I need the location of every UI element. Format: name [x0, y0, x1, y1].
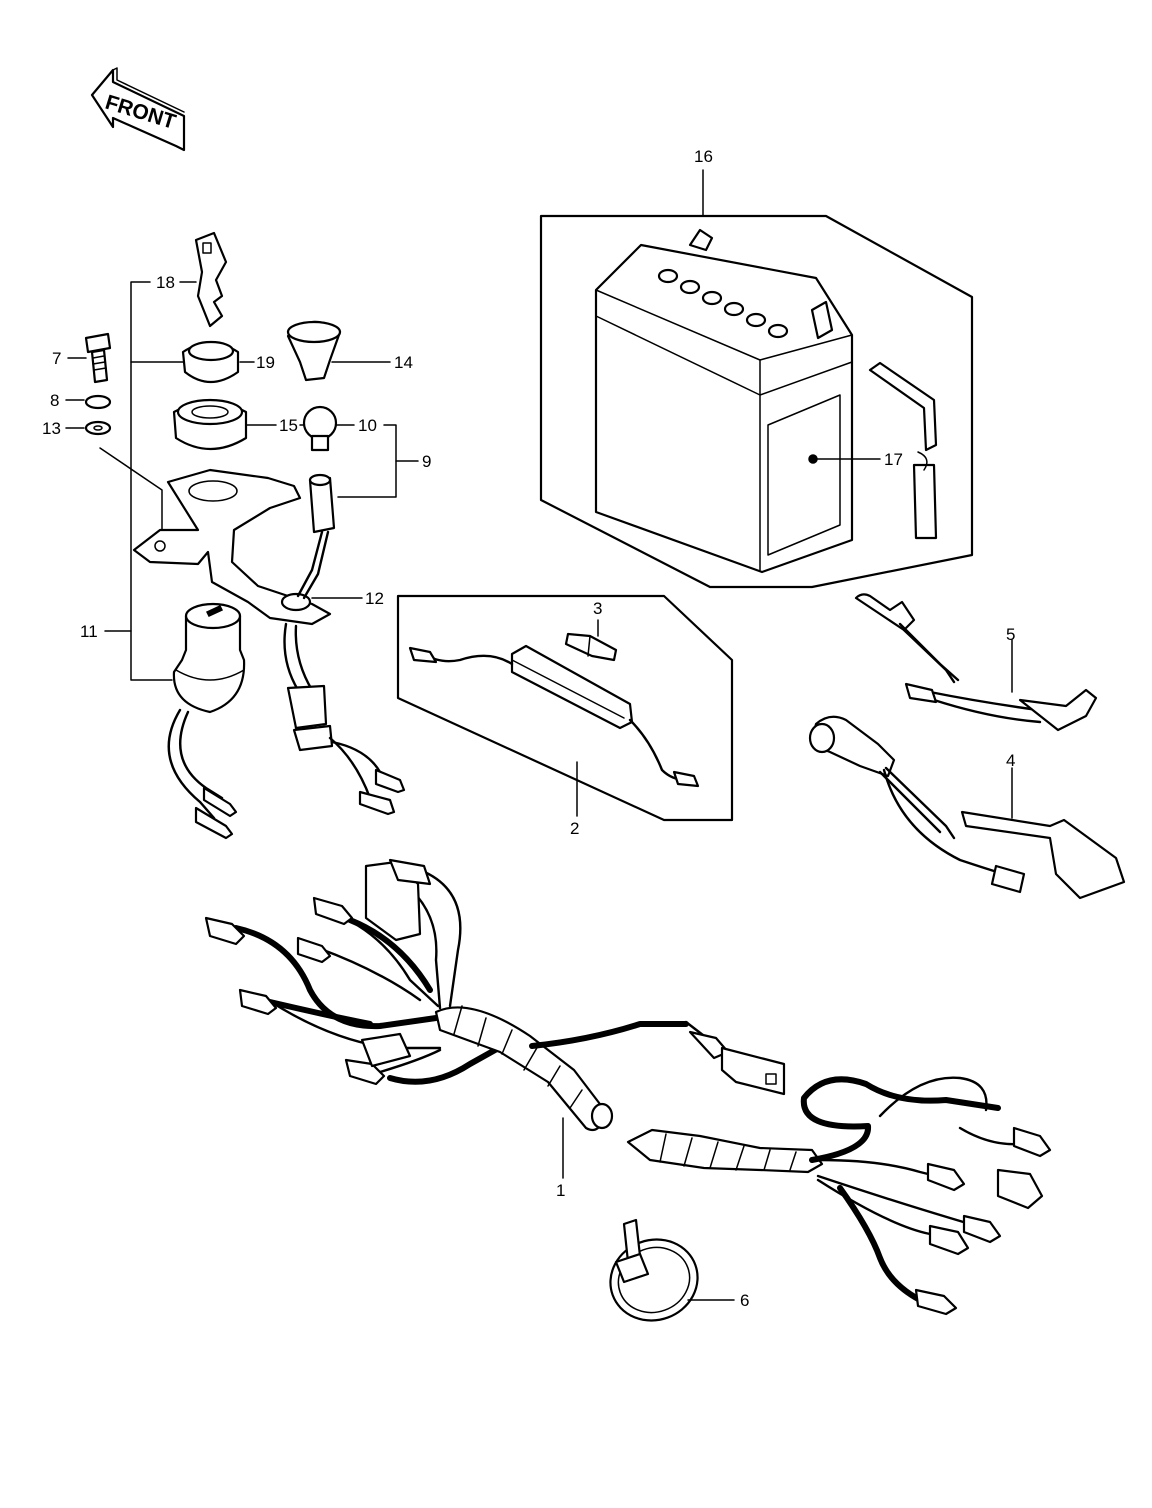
positive-lead [854, 593, 1098, 732]
pilot-bulb [302, 405, 338, 452]
ring [172, 398, 248, 450]
switch-assembly-bracket [130, 281, 173, 681]
harness-black-wire-2 [800, 1076, 1001, 1163]
breather-tube [868, 361, 938, 540]
callout-6: 6 [740, 1291, 749, 1310]
battery-group [539, 169, 974, 589]
flat-washer [84, 420, 112, 436]
harness-left-connectors [204, 858, 432, 1086]
harness-right-connectors [914, 1126, 1052, 1316]
callout-15: 15 [279, 416, 298, 435]
lock-washer [84, 394, 112, 410]
battery-leads [808, 593, 1126, 900]
switch-bracket [132, 468, 332, 626]
callout-19: 19 [256, 353, 275, 372]
socket-cover [286, 320, 342, 382]
fuse [564, 632, 618, 662]
hose-clamp [609, 1218, 735, 1322]
callout-9: 9 [422, 452, 431, 471]
callout-4: 4 [1006, 751, 1015, 770]
callout-12: 12 [365, 589, 384, 608]
harness-trunk [434, 1006, 608, 1132]
callout-10: 10 [358, 416, 377, 435]
harness-trunk-right [626, 1128, 824, 1174]
main-harness [204, 858, 1052, 1316]
callout-5: 5 [1006, 625, 1015, 644]
callout-16: 16 [694, 147, 713, 166]
harness-main-connector [720, 1046, 786, 1096]
bulb-socket [296, 473, 336, 600]
resistor [408, 644, 700, 788]
bolt [84, 332, 112, 384]
resistor-group [396, 594, 734, 822]
callout-13: 13 [42, 419, 61, 438]
front-arrow: FRONT [90, 67, 186, 152]
callout-14: 14 [394, 353, 413, 372]
battery [594, 228, 854, 574]
resistor-group-outline [396, 594, 734, 822]
callout-8: 8 [50, 391, 59, 410]
callout-11: 11 [80, 622, 98, 641]
callout-17: 17 [884, 450, 903, 469]
key [194, 231, 228, 328]
battery-group-outline [539, 214, 974, 589]
callout-3: 3 [593, 599, 602, 618]
lamp-lead [283, 622, 406, 816]
callout-1: 1 [556, 1181, 565, 1200]
ignition-switch [167, 602, 246, 840]
callout-2: 2 [570, 819, 579, 838]
negative-lead [808, 715, 1126, 900]
callout-7: 7 [52, 349, 61, 368]
grommet [181, 340, 240, 384]
ignition-switch-group [65, 231, 419, 840]
callout-18: 18 [156, 273, 175, 292]
